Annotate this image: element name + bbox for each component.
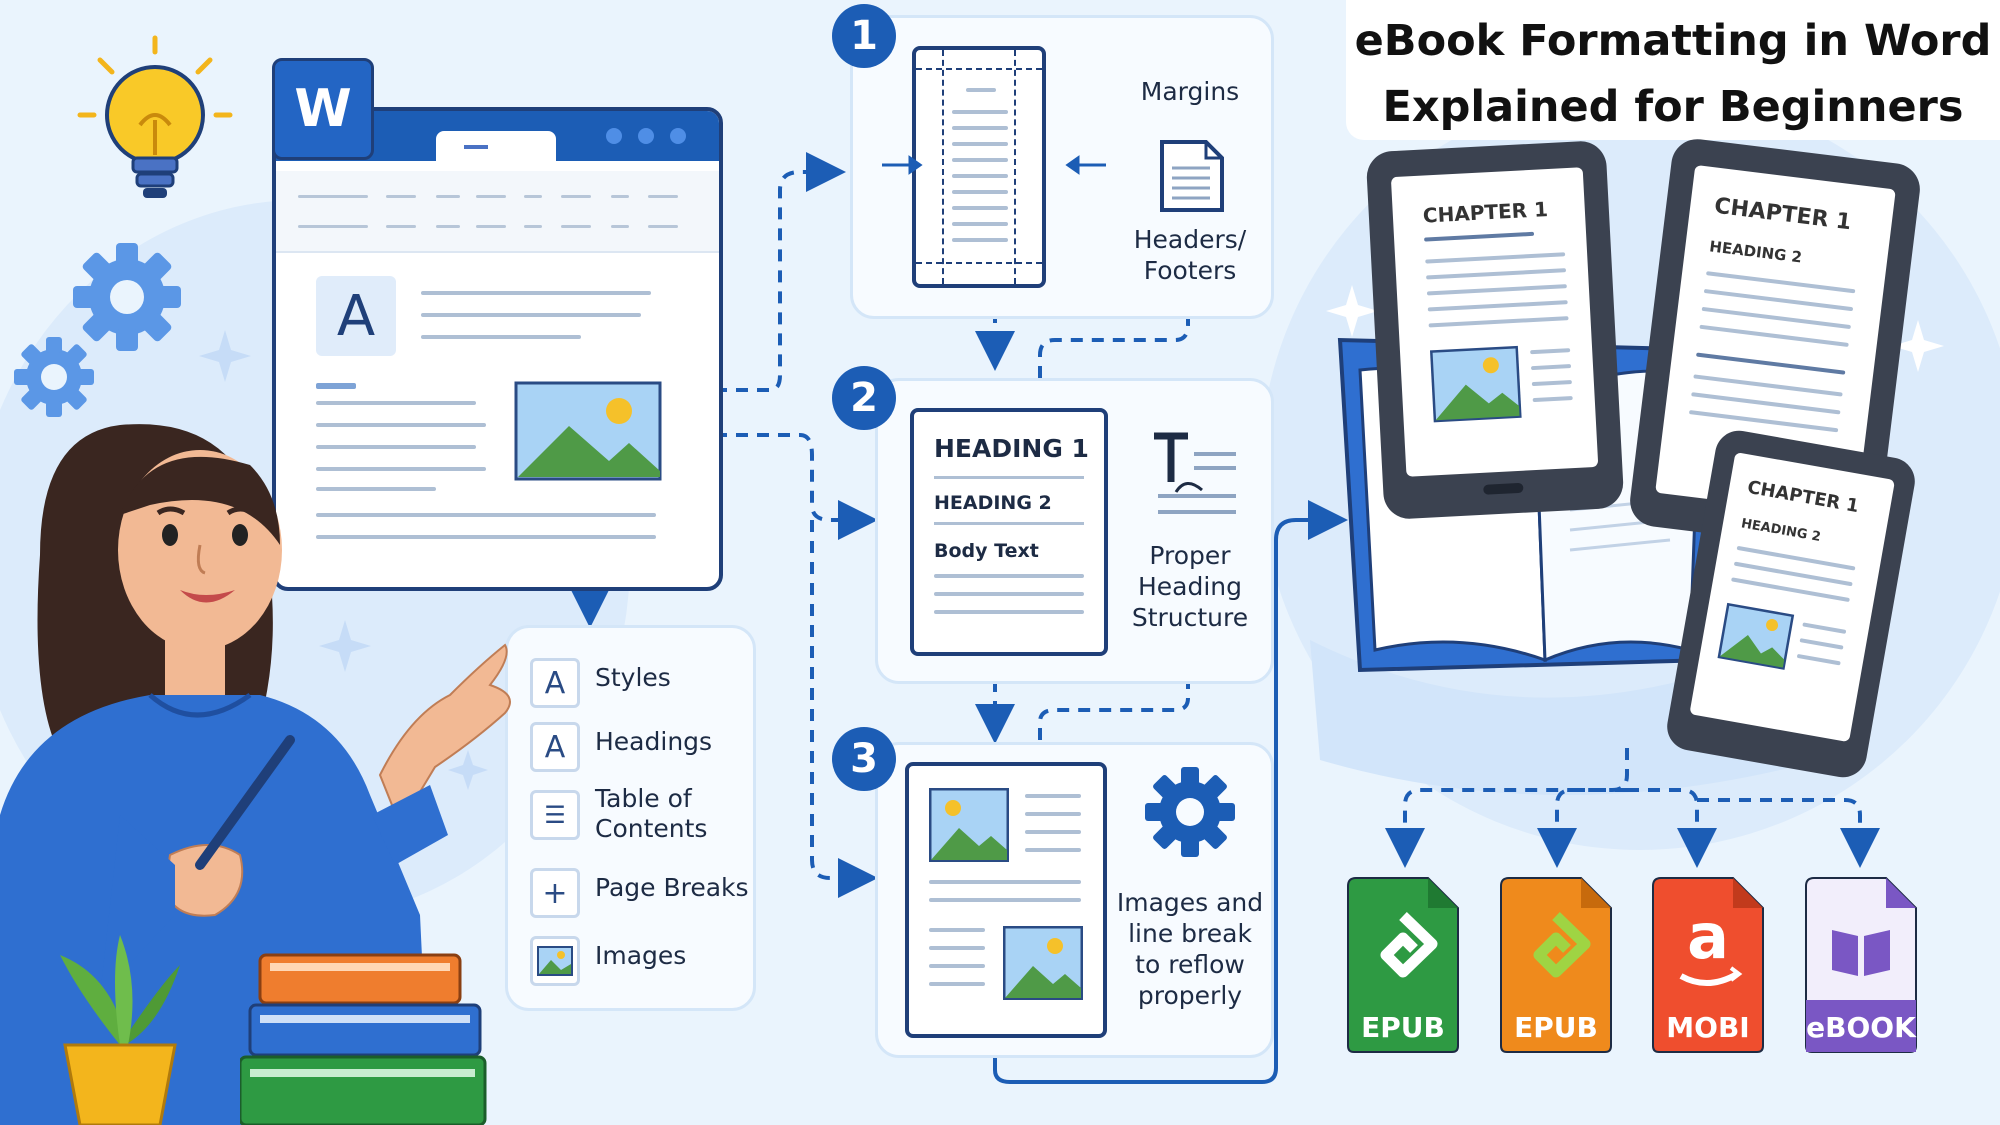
editor-image — [514, 381, 662, 481]
format-epub-orange[interactable]: EPUB — [1499, 876, 1613, 1054]
heading-structure-label-1: Proper — [1149, 541, 1231, 570]
format-mobi-label: MOBI — [1666, 1010, 1750, 1044]
heading-2-text: HEADING 2 — [934, 492, 1052, 514]
ereader-device-1: CHAPTER 1 — [1365, 139, 1625, 521]
reflow-label-2: line break — [1128, 919, 1252, 948]
settings-gear-icon — [1145, 767, 1235, 857]
margins-document — [912, 46, 1046, 288]
styles-icon: A — [530, 658, 580, 708]
ereader-device-3: CHAPTER 1 HEADING 2 — [1663, 426, 1919, 782]
device-2-chapter: CHAPTER 1 — [1712, 193, 1853, 236]
step-1-badge: 1 — [832, 4, 896, 68]
footers-label: Footers — [1143, 256, 1237, 285]
feature-images[interactable]: Images — [530, 936, 740, 992]
device-2-heading: HEADING 2 — [1708, 237, 1803, 267]
device-3-heading: HEADING 2 — [1739, 516, 1822, 546]
header-footer-document-icon — [1160, 140, 1224, 212]
feature-styles-label: Styles — [595, 663, 671, 692]
ereader-screen-1: CHAPTER 1 — [1390, 167, 1599, 477]
margins-label: Margins — [1140, 77, 1240, 106]
window-control-2[interactable] — [638, 128, 654, 144]
mobi-glyph: a — [1687, 900, 1729, 973]
headings-icon: A — [530, 722, 580, 772]
feature-table-of-contents[interactable]: ☰ Table of Contents — [530, 784, 740, 858]
image-icon — [530, 936, 580, 986]
text-format-icon — [1154, 432, 1236, 514]
step-2-badge: 2 — [832, 366, 896, 430]
heading-structure-document: HEADING 1 HEADING 2 Body Text — [910, 408, 1108, 656]
reflow-label-4: properly — [1137, 981, 1243, 1010]
reflow-label-1: Images and — [1116, 888, 1264, 917]
heading-structure-label-3: Structure — [1131, 603, 1249, 632]
window-control-1[interactable] — [606, 128, 622, 144]
feature-styles[interactable]: A Styles — [530, 658, 740, 714]
feature-images-label: Images — [595, 941, 687, 970]
format-epub-green-label: EPUB — [1361, 1010, 1445, 1044]
feature-headings-label: Headings — [595, 727, 713, 756]
format-ebook[interactable]: eBOOK — [1804, 876, 1918, 1054]
ereader-screen-3: CHAPTER 1 HEADING 2 — [1689, 452, 1896, 743]
gear-small-icon — [14, 337, 94, 417]
gear-icon — [73, 243, 181, 351]
style-preview[interactable]: A — [316, 276, 396, 356]
device-1-chapter: CHAPTER 1 — [1422, 197, 1549, 228]
feature-page-breaks[interactable]: + Page Breaks — [530, 868, 749, 924]
feature-page-breaks-label: Page Breaks — [595, 873, 749, 902]
reflow-label-3: to reflow — [1135, 950, 1245, 979]
potted-plant-icon — [60, 935, 180, 1125]
heading-1-text: HEADING 1 — [934, 434, 1089, 463]
margin-arrows-icon — [882, 155, 1106, 175]
list-icon: ☰ — [530, 790, 580, 840]
word-logo-letter: W — [294, 79, 352, 139]
title-banner: eBook Formatting in Word Explained for B… — [1346, 0, 2000, 140]
title-line-2: Explained for Beginners — [1382, 82, 1964, 132]
format-ebook-label: eBOOK — [1806, 1010, 1916, 1044]
feature-toc-label: Table of — [595, 784, 692, 813]
title-line-1: eBook Formatting in Word — [1354, 16, 1992, 66]
active-tab[interactable] — [436, 131, 556, 171]
word-logo: W — [272, 58, 374, 160]
ribbon-toolbar — [276, 171, 719, 253]
body-text: Body Text — [934, 540, 1039, 562]
style-glyph: A — [336, 283, 376, 349]
headers-label: Headers/ — [1133, 225, 1247, 254]
feature-headings[interactable]: A Headings — [530, 722, 740, 778]
format-mobi[interactable]: a MOBI — [1651, 876, 1765, 1054]
book-stack-icon — [240, 953, 487, 1125]
reflow-document — [905, 762, 1107, 1038]
format-epub-orange-label: EPUB — [1514, 1010, 1598, 1044]
lightbulb-icon — [77, 35, 233, 198]
window-control-3[interactable] — [670, 128, 686, 144]
page-break-icon: + — [530, 868, 580, 918]
format-epub-green[interactable]: EPUB — [1346, 876, 1460, 1054]
heading-structure-label-2: Heading — [1137, 572, 1243, 601]
device-3-chapter: CHAPTER 1 — [1745, 476, 1861, 518]
feature-toc-label-2: Contents — [595, 814, 708, 843]
word-editor-window: A — [272, 107, 723, 591]
step-3-badge: 3 — [832, 727, 896, 791]
